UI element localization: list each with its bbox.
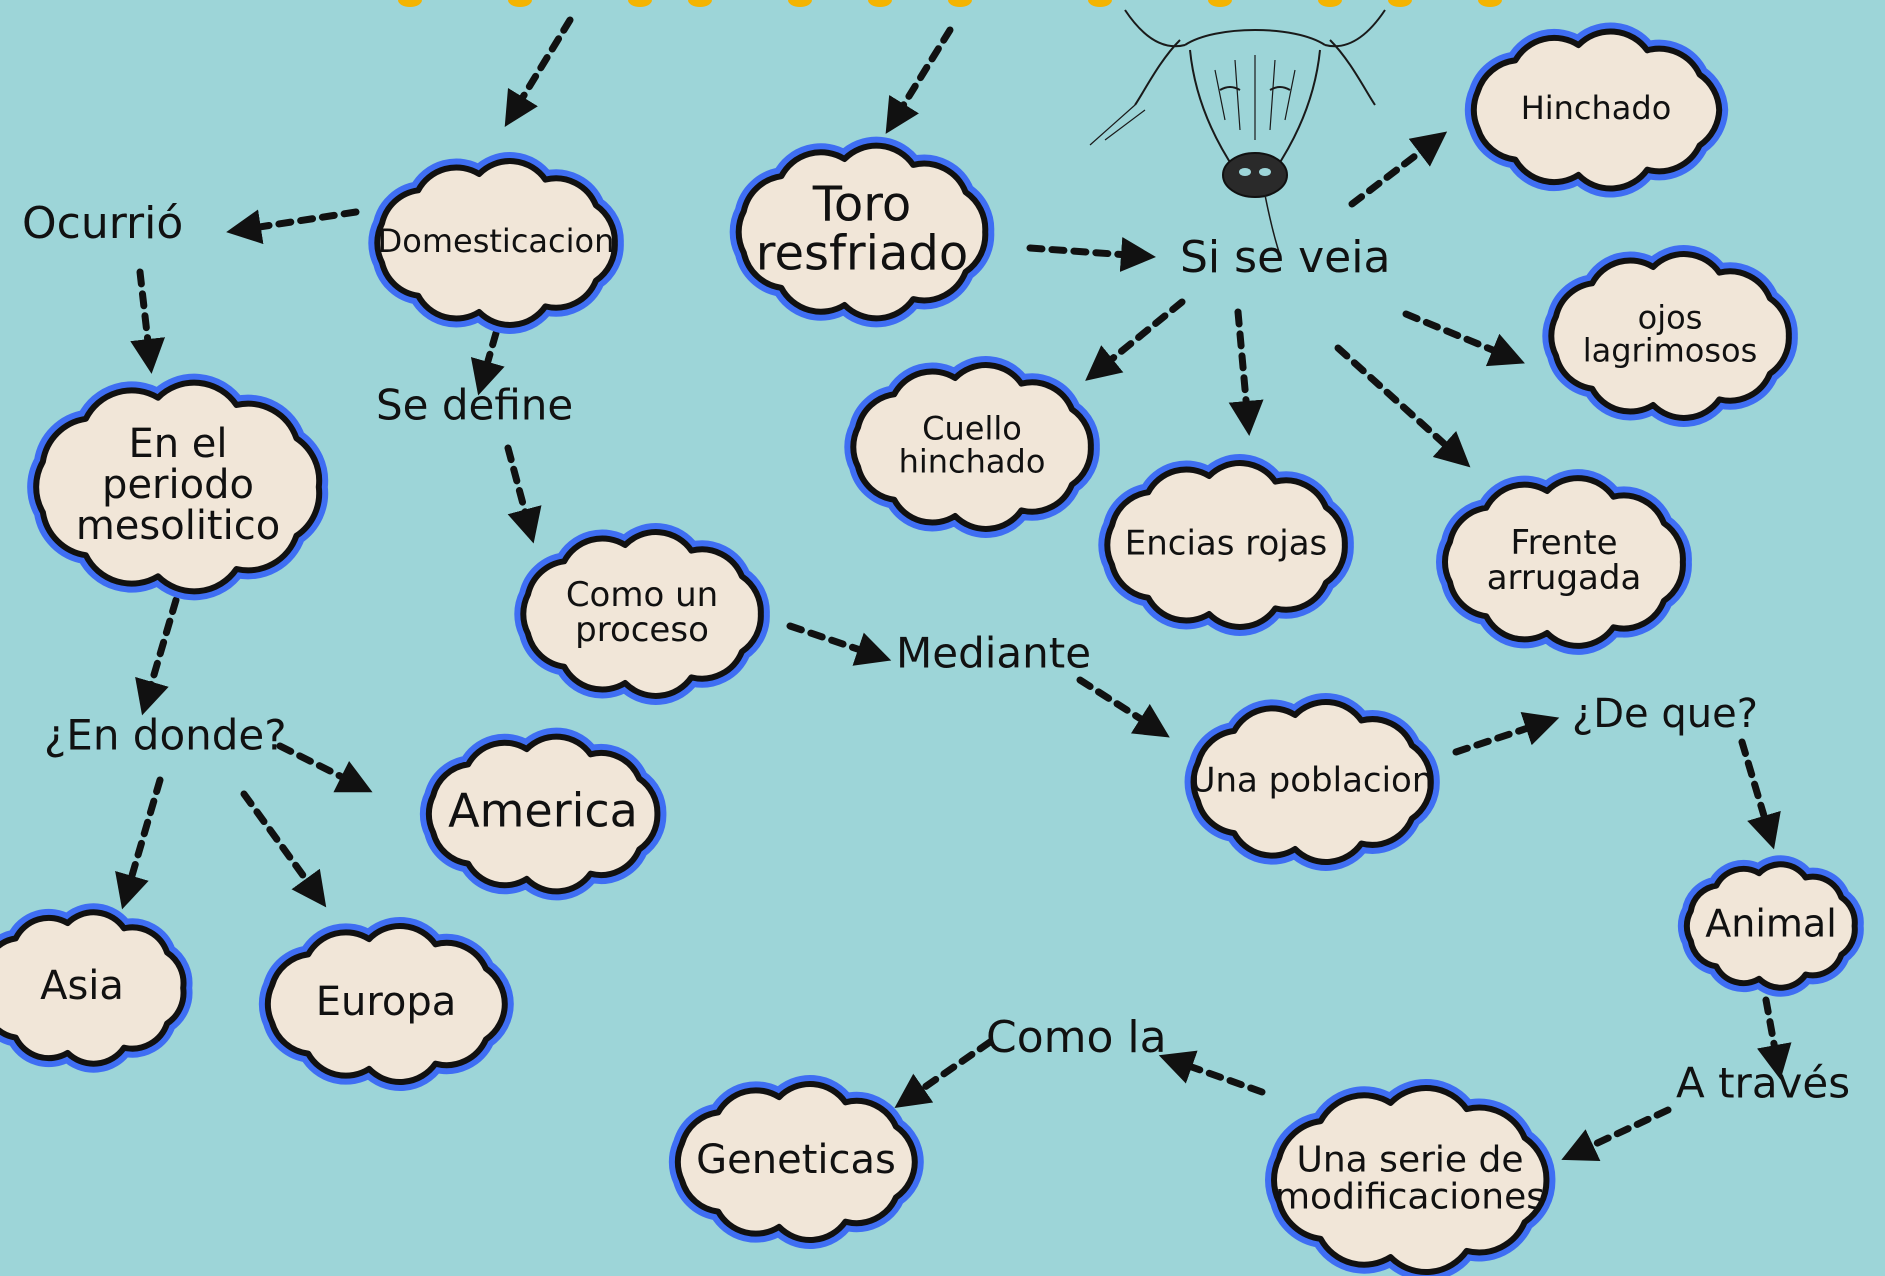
title-remnant <box>398 0 1502 7</box>
node-text: proceso <box>575 610 709 650</box>
arrow-16 <box>240 790 327 908</box>
node-america: America <box>419 727 667 901</box>
node-text: Toro <box>812 177 912 233</box>
arrow-19 <box>1348 131 1448 208</box>
arrow-23 <box>1334 344 1471 468</box>
arrow-17 <box>276 742 373 793</box>
node-text: Una poblacion <box>1191 761 1434 801</box>
arrow-15 <box>115 776 164 910</box>
title-dot <box>1088 0 1112 7</box>
title-dot <box>508 0 532 7</box>
arrow-22 <box>1402 310 1525 367</box>
node-text: America <box>448 784 638 838</box>
arrow-18 <box>1026 237 1156 272</box>
node-hinchado: Hinchado <box>1464 22 1729 198</box>
node-text: Domesticacion <box>378 222 615 260</box>
label-si-se-veia: Si se veia <box>1180 232 1390 283</box>
arrow-12 <box>1158 1050 1266 1096</box>
connector-labels: Ocurrió Se define ¿En donde? Mediante Si… <box>22 198 1850 1108</box>
node-text: hinchado <box>899 442 1046 480</box>
node-text: Como un <box>566 575 718 615</box>
arrow-3 <box>130 268 166 374</box>
arrow-1 <box>885 26 954 134</box>
node-text: lagrimosos <box>1583 331 1758 369</box>
title-dot <box>948 0 972 7</box>
arrow-13 <box>894 1038 994 1108</box>
arrow-21 <box>1228 308 1264 436</box>
title-dot <box>1388 0 1412 7</box>
title-dot <box>398 0 422 7</box>
title-dot <box>868 0 892 7</box>
node-text: Geneticas <box>696 1137 896 1183</box>
arrow-14 <box>135 596 180 716</box>
title-dot <box>1318 0 1342 7</box>
arrow-9 <box>1738 738 1781 850</box>
arrow-2 <box>226 208 360 245</box>
bull-head-icon <box>1089 9 1386 256</box>
node-geneticas: Geneticas <box>668 1075 924 1249</box>
node-text: Encias rojas <box>1125 524 1328 564</box>
title-dot <box>1208 0 1232 7</box>
label-mediante: Mediante <box>896 629 1091 678</box>
node-asia: Asia <box>0 903 193 1073</box>
title-dot <box>788 0 812 7</box>
label-ocurrio: Ocurrió <box>22 198 183 249</box>
node-text: ojos <box>1638 299 1703 337</box>
arrow-0 <box>504 16 574 127</box>
node-text: Hinchado <box>1521 89 1672 127</box>
arrow-7 <box>1076 676 1170 738</box>
arrow-8 <box>1452 712 1560 756</box>
arrow-20 <box>1085 298 1186 381</box>
node-text: modificaciones <box>1275 1176 1545 1217</box>
node-text: En el <box>128 421 227 467</box>
node-text: Frente <box>1510 523 1617 563</box>
node-una-poblacion: Una poblacion <box>1184 693 1440 871</box>
node-europa: Europa <box>258 917 514 1091</box>
arrow-10 <box>1757 996 1792 1080</box>
label-como-la: Como la <box>986 1012 1167 1063</box>
arrow-11 <box>1561 1106 1672 1161</box>
node-text: periodo <box>102 462 254 508</box>
node-text: Una serie de <box>1297 1140 1524 1181</box>
node-text: Europa <box>316 979 457 1025</box>
label-de-que: ¿De que? <box>1572 691 1758 737</box>
node-domesticacion: Domesticacion <box>368 152 624 334</box>
node-text: arrugada <box>1487 558 1642 598</box>
arrow-5 <box>504 444 542 544</box>
arrows-layer <box>115 16 1792 1161</box>
node-animal: Animal <box>1677 855 1864 997</box>
title-dot <box>628 0 652 7</box>
title-dot <box>688 0 712 7</box>
node-text: mesolitico <box>76 503 280 549</box>
node-text: resfriado <box>756 225 968 281</box>
node-text: Asia <box>40 963 124 1009</box>
arrow-6 <box>786 622 892 666</box>
node-encias-rojas: Encias rojas <box>1098 454 1354 636</box>
label-en-donde: ¿En donde? <box>44 711 287 760</box>
title-dot <box>1478 0 1502 7</box>
label-a-traves: A través <box>1676 1059 1850 1108</box>
label-se-define: Se define <box>376 381 573 430</box>
node-text: Animal <box>1705 902 1837 946</box>
node-text: Cuello <box>922 410 1022 448</box>
